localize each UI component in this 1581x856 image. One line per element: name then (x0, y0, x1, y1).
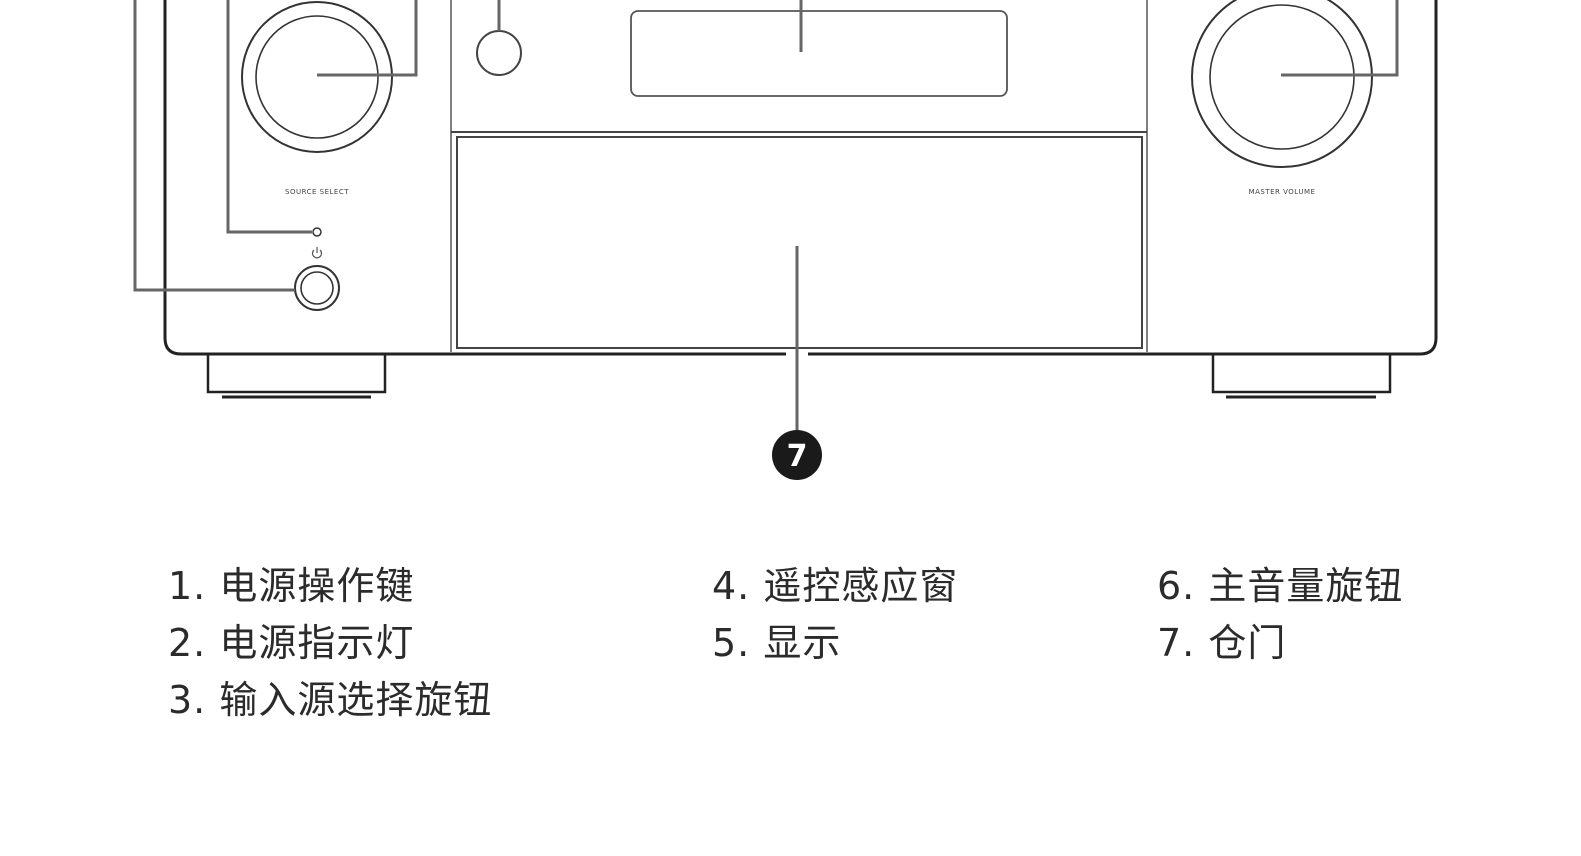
legend-item-power-button: 1. 电源操作键 (168, 564, 415, 608)
power-button-inner (300, 271, 334, 305)
front-door (456, 136, 1143, 349)
power-indicator-led (312, 227, 322, 237)
legend-item-door: 7. 仓门 (1157, 621, 1287, 665)
source-select-label: SOURCE SELECT (285, 188, 349, 196)
master-volume-knob-inner (1209, 4, 1355, 150)
legend-column-2: 4. 遥控感应窗 5. 显示 (712, 558, 958, 672)
chassis-outline (163, 0, 1438, 356)
callout-badge-7 (772, 430, 822, 480)
master-volume-label: MASTER VOLUME (1249, 188, 1316, 196)
legend-column-1: 1. 电源操作键 2. 电源指示灯 3. 输入源选择旋钮 (168, 558, 492, 729)
power-button-outer (294, 265, 340, 311)
source-select-knob-outer (241, 1, 393, 153)
legend-column-3: 6. 主音量旋钮 7. 仓门 (1157, 558, 1403, 672)
legend-item-source-knob: 3. 输入源选择旋钮 (168, 678, 493, 722)
callout-badge-7-number: 7 (787, 439, 808, 474)
master-volume-knob-outer (1191, 0, 1373, 168)
legend-item-remote-sensor: 4. 遥控感应窗 (712, 564, 959, 608)
remote-sensor-window (476, 30, 522, 76)
display-window (630, 10, 1008, 97)
legend-item-volume-knob: 6. 主音量旋钮 (1157, 564, 1404, 608)
legend-item-power-indicator: 2. 电源指示灯 (168, 621, 415, 665)
legend-item-display: 5. 显示 (712, 621, 842, 665)
leader-line-power-button (133, 0, 295, 292)
leader-line-power-led (226, 0, 312, 234)
right-foot (1211, 355, 1392, 394)
leader-line-source-knob (317, 0, 418, 77)
power-symbol-icon (311, 247, 323, 259)
left-foot (206, 355, 387, 394)
receiver-front-panel-diagram: SOURCE SELECT MASTER VOLUME 7 (133, 0, 1438, 480)
source-select-knob-inner (255, 15, 379, 139)
leader-line-volume-knob (1281, 0, 1399, 77)
